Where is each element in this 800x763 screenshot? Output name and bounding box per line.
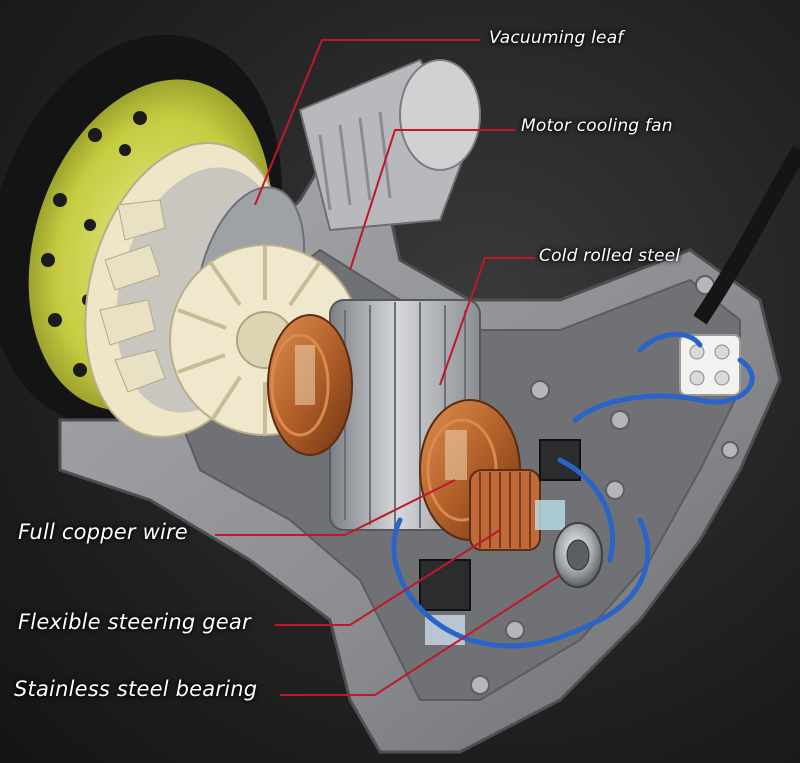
leader-line-stainless-steel-bearing [280, 574, 561, 696]
label-cold-rolled-steel: Cold rolled steel [539, 246, 681, 266]
terminal-block [679, 334, 741, 396]
internal-wiring [391, 331, 755, 649]
leader-line-cold-rolled-steel [439, 257, 535, 386]
leader-lines [215, 39, 561, 696]
screw-bosses [470, 275, 739, 695]
leader-line-flexible-steering-gear [275, 529, 501, 626]
fan-duct [298, 58, 481, 232]
bearing [553, 522, 603, 588]
commutator [469, 469, 565, 551]
label-full-copper-wire: Full copper wire [18, 520, 188, 544]
leader-line-motor-cooling-fan [349, 129, 515, 271]
leader-line-full-copper-wire [215, 479, 456, 536]
label-stainless-steel-bearing: Stainless steel bearing [14, 677, 258, 701]
label-flexible-steering-gear: Flexible steering gear [18, 610, 251, 634]
leader-line-vacuuming-leaf [254, 39, 480, 206]
label-vacuuming-leaf: Vacuuming leaf [489, 28, 624, 48]
label-motor-cooling-fan: Motor cooling fan [521, 116, 673, 136]
power-cord [693, 145, 800, 325]
